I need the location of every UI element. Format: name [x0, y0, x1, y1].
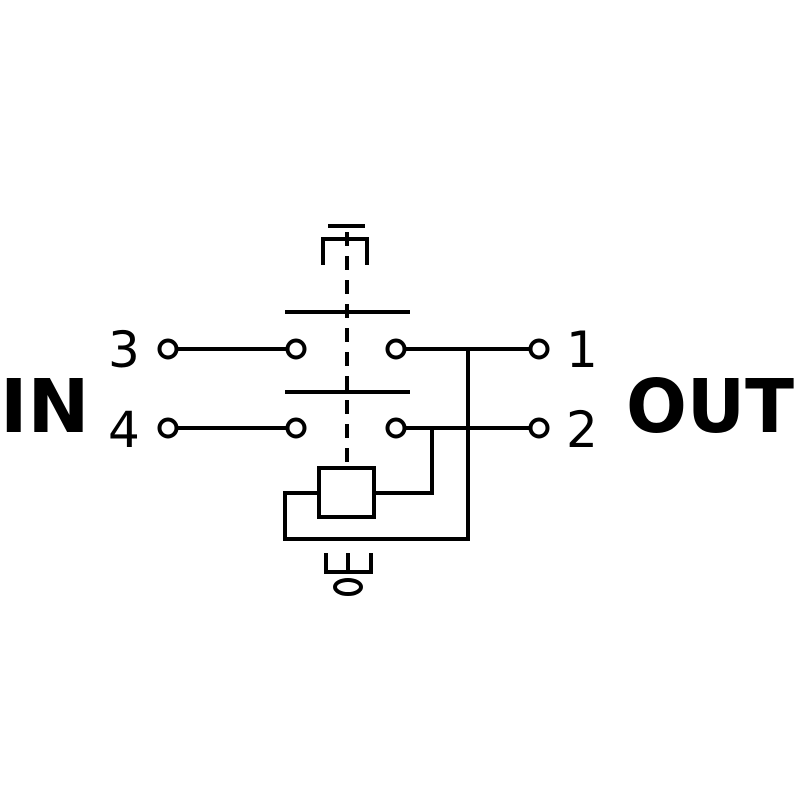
input-label: IN [0, 364, 89, 450]
terminal-label-3: 3 [108, 321, 140, 379]
coil-box [317, 466, 376, 519]
coil-wire-left [283, 349, 470, 541]
terminal-label-4: 4 [108, 401, 140, 459]
terminal-3 [157, 338, 179, 360]
contact-lower-right [385, 417, 407, 439]
coil-wire-right [374, 428, 434, 495]
contact-lower-left [285, 417, 307, 439]
terminal-4 [157, 417, 179, 439]
contact-upper-right [385, 338, 407, 360]
output-label: OUT [626, 364, 794, 450]
terminal-1 [528, 338, 550, 360]
terminal-label-1: 1 [566, 321, 598, 379]
terminal-2 [528, 417, 550, 439]
contact-upper-left [285, 338, 307, 360]
terminal-label-2: 2 [566, 401, 598, 459]
reset-actuator-icon [324, 553, 373, 596]
